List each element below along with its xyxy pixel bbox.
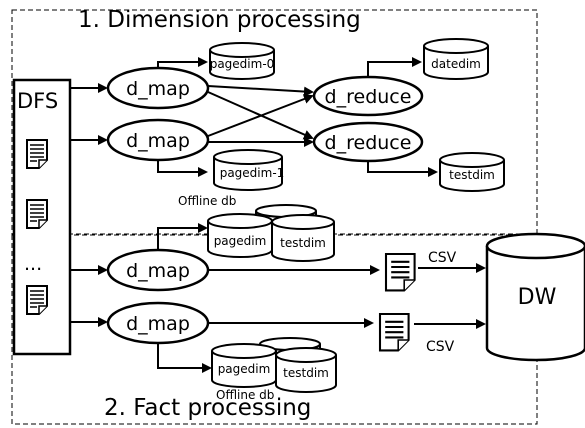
fact-processing-title: 2. Fact processing xyxy=(104,395,311,421)
dim-reduce-top-label: d_reduce xyxy=(325,86,412,108)
testdim-label: testdim xyxy=(449,168,495,182)
pagedim-1-cylinder xyxy=(213,149,283,191)
dim-map-bottom-label: d_map xyxy=(126,130,190,152)
fact-map-top-label: d_map xyxy=(126,260,190,282)
offline-db-bottom-testdim-label: testdim xyxy=(283,366,329,380)
offline-db-top-testdim-cylinder xyxy=(271,214,335,262)
dfs-label: DFS xyxy=(17,89,58,113)
pagedim-0-cylinder xyxy=(209,42,275,80)
testdim-cylinder xyxy=(439,152,505,192)
datedim-cylinder xyxy=(423,38,489,80)
dim-map-top-label: d_map xyxy=(126,78,190,100)
dimension-processing-title: 1. Dimension processing xyxy=(78,7,361,33)
dw-label: DW xyxy=(518,285,557,310)
offline-db-bottom-testdim-cylinder xyxy=(275,347,337,393)
dim-reduce-bottom-label: d_reduce xyxy=(325,132,412,154)
csv-file-icon-top xyxy=(384,252,416,292)
csv-file-icon-bottom xyxy=(378,312,410,352)
csv-label-top: CSV xyxy=(428,250,457,266)
offline-db-label-bottom: Offline db xyxy=(216,388,274,402)
offline-db-bottom-pagedim-label: pagedim xyxy=(218,362,271,376)
fact-map-bottom-label: d_map xyxy=(126,313,190,335)
datedim-label: datedim xyxy=(431,57,481,71)
dfs-file-icon-2 xyxy=(26,199,48,229)
offline-db-label-top: Offline db xyxy=(178,194,236,208)
offline-db-top-pagedim-label: pagedim xyxy=(214,234,267,248)
offline-db-top-pagedim-cylinder xyxy=(207,213,273,258)
dw-cylinder xyxy=(485,232,585,362)
dfs-ellipsis: ... xyxy=(24,253,42,275)
offline-db-bottom-pagedim-cylinder xyxy=(211,343,277,388)
dfs-file-icon-3 xyxy=(26,285,48,315)
offline-db-top-testdim-label: testdim xyxy=(280,236,326,250)
pagedim-1-label: pagedim-1 xyxy=(220,166,285,180)
csv-label-bottom: CSV xyxy=(426,339,455,355)
dfs-file-icon-1 xyxy=(26,139,48,169)
pagedim-0-label: pagedim-0 xyxy=(210,57,275,71)
